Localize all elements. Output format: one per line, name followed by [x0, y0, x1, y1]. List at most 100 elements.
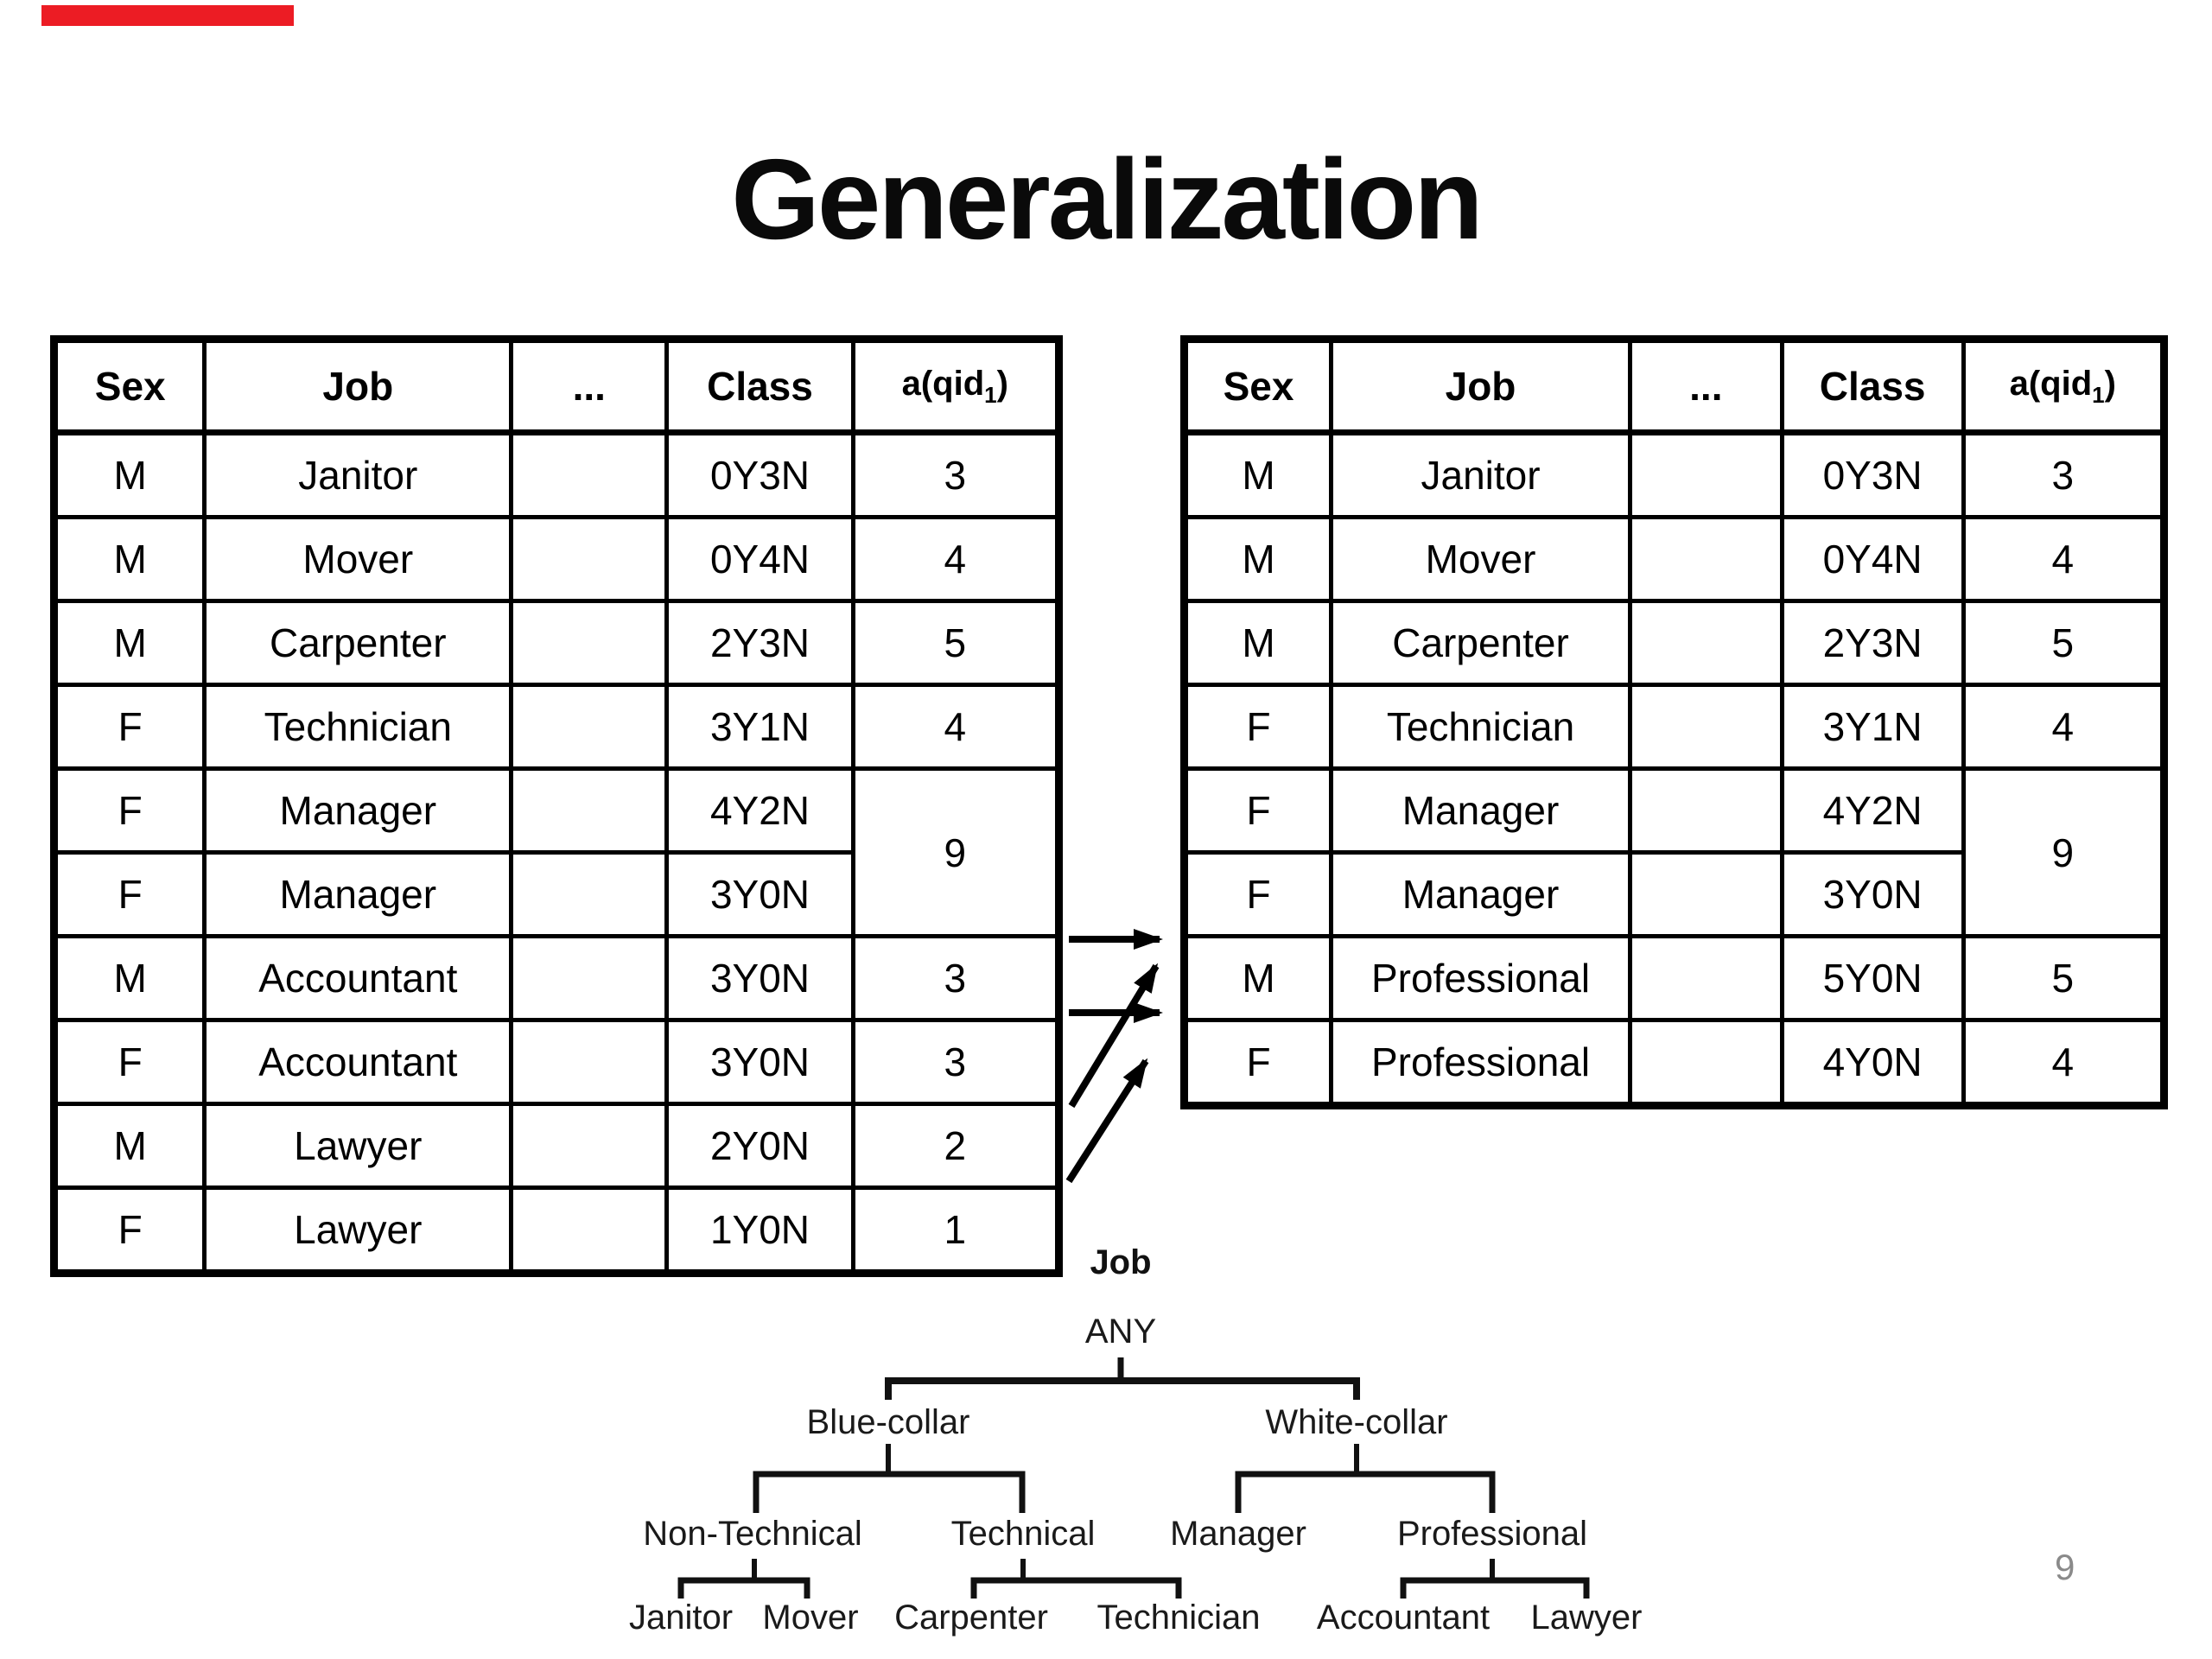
cell-sex: F: [1181, 1018, 1334, 1108]
column-header-: ...: [1627, 337, 1784, 435]
cell-class: 3Y0N: [1779, 850, 1966, 938]
cell-class: 4Y2N: [1779, 766, 1966, 855]
cell-class: 2Y3N: [1779, 599, 1966, 687]
cell-sex: M: [51, 1102, 207, 1190]
cell-job: Manager: [1329, 766, 1632, 855]
tree-node-blue-collar: Blue-collar: [807, 1403, 970, 1441]
cell-dots: [509, 1102, 670, 1190]
cell-dots: [509, 683, 670, 771]
tree-bracket-white: [1235, 1471, 1496, 1513]
cell-aqid: 3: [850, 430, 1062, 519]
column-header-class: Class: [664, 337, 855, 435]
tree-leaf-lawyer: Lawyer: [1531, 1599, 1643, 1637]
column-header-job: Job: [1329, 337, 1632, 435]
cell-sex: F: [51, 1018, 207, 1106]
arrow-lawyer-m: [1068, 963, 1160, 1109]
cell-job: Technician: [202, 683, 514, 771]
cell-job: Accountant: [202, 1018, 514, 1106]
cell-job: Lawyer: [202, 1102, 514, 1190]
cell-class: 3Y1N: [664, 683, 855, 771]
cell-sex: F: [51, 766, 207, 855]
cell-aqid: 3: [1961, 430, 2166, 519]
tree-bracket-tech: [970, 1577, 1182, 1599]
cell-class: 2Y3N: [664, 599, 855, 687]
cell-class: 0Y4N: [1779, 515, 1966, 603]
tree-leaf-janitor: Janitor: [629, 1599, 733, 1637]
arrow-lawyer-f: [1065, 1058, 1149, 1184]
tree-bracket-nontech: [677, 1577, 810, 1599]
cell-aqid: 5: [850, 599, 1062, 687]
cell-aqid: 4: [850, 683, 1062, 771]
page-number: 9: [2055, 1547, 2075, 1587]
cell-class: 0Y4N: [664, 515, 855, 603]
tree-node-white-collar: White-collar: [1265, 1403, 1447, 1441]
cell-job: Janitor: [202, 430, 514, 519]
cell-class: 3Y0N: [664, 850, 855, 938]
cell-sex: M: [1181, 515, 1334, 603]
cell-job: Mover: [202, 515, 514, 603]
cell-sex: F: [1181, 766, 1334, 855]
cell-sex: F: [51, 850, 207, 938]
cell-dots: [509, 850, 670, 938]
cell-sex: F: [1181, 850, 1334, 938]
cell-sex: M: [51, 430, 207, 519]
cell-aqid: 2: [850, 1102, 1062, 1190]
cell-class: 3Y0N: [664, 934, 855, 1022]
cell-aqid: 5: [1961, 934, 2166, 1022]
cell-class: 4Y2N: [664, 766, 855, 855]
cell-class: 0Y3N: [664, 430, 855, 519]
cell-dots: [1627, 683, 1784, 771]
tree-leaf-accountant: Accountant: [1317, 1599, 1490, 1637]
tree-leaf-carpenter: Carpenter: [894, 1599, 1048, 1637]
tree-node-professional: Professional: [1397, 1515, 1587, 1553]
tree-node-technical: Technical: [951, 1515, 1096, 1553]
cell-dots: [1627, 766, 1784, 855]
cell-aqid: 4: [850, 515, 1062, 603]
tree-node-non-technical: Non-Technical: [643, 1515, 861, 1553]
tree-bracket-blue: [753, 1471, 1026, 1513]
cell-dots: [509, 515, 670, 603]
cell-class: 2Y0N: [664, 1102, 855, 1190]
cell-aqid: 4: [1961, 683, 2166, 771]
cell-class: 3Y1N: [1779, 683, 1966, 771]
cell-aqid: 4: [1961, 1018, 2166, 1108]
generalization-arrows: [1065, 929, 1163, 1184]
cell-job: Mover: [1329, 515, 1632, 603]
cell-class: 0Y3N: [1779, 430, 1966, 519]
cell-sex: F: [1181, 683, 1334, 771]
cell-sex: F: [51, 683, 207, 771]
tree-attribute-label: Job: [1090, 1243, 1151, 1281]
cell-dots: [509, 430, 670, 519]
cell-aqid: 3: [850, 934, 1062, 1022]
cell-aqid: 4: [1961, 515, 2166, 603]
cell-dots: [509, 1185, 670, 1275]
column-header-sex: Sex: [51, 337, 207, 435]
cell-aqid: 5: [1961, 599, 2166, 687]
cell-dots: [1627, 515, 1784, 603]
cell-class: 3Y0N: [664, 1018, 855, 1106]
cell-dots: [509, 599, 670, 687]
cell-job: Janitor: [1329, 430, 1632, 519]
cell-job: Professional: [1329, 934, 1632, 1022]
cell-job: Manager: [202, 766, 514, 855]
red-bar-decoration: [41, 5, 294, 26]
cell-dots: [1627, 599, 1784, 687]
cell-job: Manager: [202, 850, 514, 938]
cell-class: 5Y0N: [1779, 934, 1966, 1022]
cell-aqid: 3: [850, 1018, 1062, 1106]
